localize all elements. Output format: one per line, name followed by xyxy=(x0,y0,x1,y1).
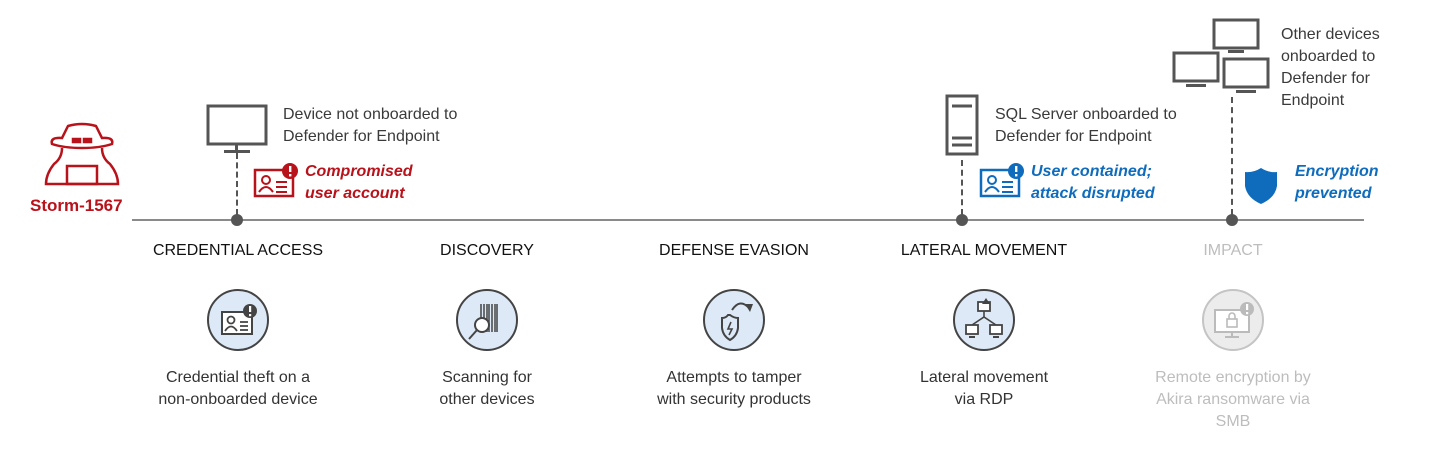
desc-line: SMB xyxy=(1215,413,1251,430)
credential-icon xyxy=(207,289,269,351)
desc-line: Attempts to tamper xyxy=(666,369,802,386)
desc-line: with security products xyxy=(657,391,811,408)
multiple-monitors-icon xyxy=(1172,18,1270,93)
encryption-icon xyxy=(1202,289,1264,351)
timeline-dot xyxy=(231,214,243,226)
monitor-icon xyxy=(206,104,268,153)
actor-name: Storm-1567 xyxy=(30,196,123,215)
stage-title: IMPACT xyxy=(1203,242,1263,259)
shield-icon xyxy=(1245,168,1277,204)
desc-line: Akira ransomware via xyxy=(1156,391,1310,408)
stage-title: DEFENSE EVASION xyxy=(659,242,809,259)
stage-lateral-movement: LATERAL MOVEMENT Lateral movement via RDP xyxy=(864,240,1104,411)
desc-line: Remote encryption by xyxy=(1155,369,1311,386)
prevented-line-2: prevented xyxy=(1295,185,1372,202)
desc-line: other devices xyxy=(439,391,535,408)
hacker-icon xyxy=(44,122,120,186)
stage-impact: IMPACT Remote encryption by Akira ransomw… xyxy=(1113,240,1353,433)
compromised-line-2: user account xyxy=(305,185,405,202)
desc-line: via RDP xyxy=(954,391,1014,408)
network-icon xyxy=(953,289,1015,351)
stage-title: DISCOVERY xyxy=(440,242,534,259)
device-not-onboarded-label: Device not onboarded to Defender for End… xyxy=(283,106,458,145)
compromised-line-1: Compromised xyxy=(305,163,413,180)
timeline-connector xyxy=(236,153,238,215)
timeline-connector xyxy=(961,160,963,215)
scan-icon xyxy=(456,289,518,351)
stage-credential-access: CREDENTIAL ACCESS Credential theft on a n… xyxy=(118,240,358,411)
contained-line-1: User contained; xyxy=(1031,163,1152,180)
stage-description: Lateral movement via RDP xyxy=(864,367,1104,411)
prevented-line-1: Encryption xyxy=(1295,163,1379,180)
stage-discovery: DISCOVERY Scanning for other devices xyxy=(367,240,607,411)
desc-line: non-onboarded device xyxy=(158,391,318,408)
desc-line: Lateral movement xyxy=(919,369,1049,386)
timeline-connector xyxy=(1231,97,1233,215)
compromised-account-icon xyxy=(253,163,298,198)
server-icon xyxy=(945,94,979,156)
timeline-line xyxy=(132,219,1364,221)
prevented-text: Encryption prevented xyxy=(1295,161,1379,205)
stage-defense-evasion: DEFENSE EVASION Attempts to tamper with s… xyxy=(614,240,854,411)
stage-description: Credential theft on a non-onboarded devic… xyxy=(118,367,358,411)
stage-title: CREDENTIAL ACCESS xyxy=(152,242,324,259)
stage-description: Attempts to tamper with security products xyxy=(614,367,854,411)
stage-title: LATERAL MOVEMENT xyxy=(900,242,1068,259)
timeline-dot xyxy=(1226,214,1238,226)
desc-line: Scanning for xyxy=(442,369,532,386)
sql-server-label: SQL Server onboarded to Defender for End… xyxy=(995,106,1177,145)
desc-line: Credential theft on a xyxy=(165,369,311,386)
contained-line-2: attack disrupted xyxy=(1031,185,1155,202)
other-devices-label: Other devices onboarded to Defender for … xyxy=(1281,26,1380,109)
compromised-account-text: Compromised user account xyxy=(305,161,413,205)
contained-user-icon xyxy=(979,163,1024,198)
timeline-dot xyxy=(956,214,968,226)
stage-description: Remote encryption by Akira ransomware via… xyxy=(1113,367,1353,433)
shield-tamper-icon xyxy=(703,289,765,351)
stage-description: Scanning for other devices xyxy=(367,367,607,411)
contained-text: User contained; attack disrupted xyxy=(1031,161,1155,205)
